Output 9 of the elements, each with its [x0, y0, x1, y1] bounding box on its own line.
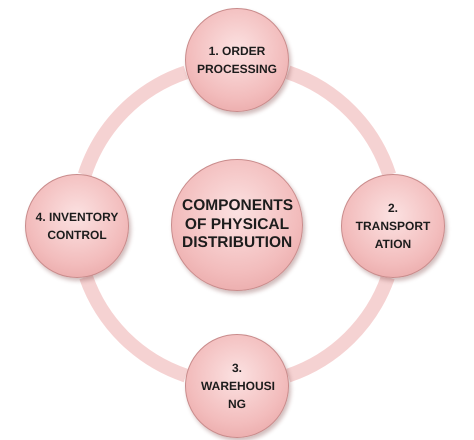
node-label: 3. WAREHOUSI NG: [201, 361, 276, 411]
ring-connector: [285, 66, 396, 178]
ring-connector: [80, 274, 189, 382]
ring-connector: [78, 66, 189, 178]
node-label: COMPONENTS OF PHYSICAL DISTRIBUTION: [182, 197, 294, 252]
ring-connector: [285, 274, 394, 382]
node-label: 4. INVENTORY CONTROL: [36, 210, 118, 242]
node-label: 2. TRANSPORT ATION: [356, 201, 430, 251]
node-label: 1. ORDER PROCESSING: [196, 44, 277, 76]
